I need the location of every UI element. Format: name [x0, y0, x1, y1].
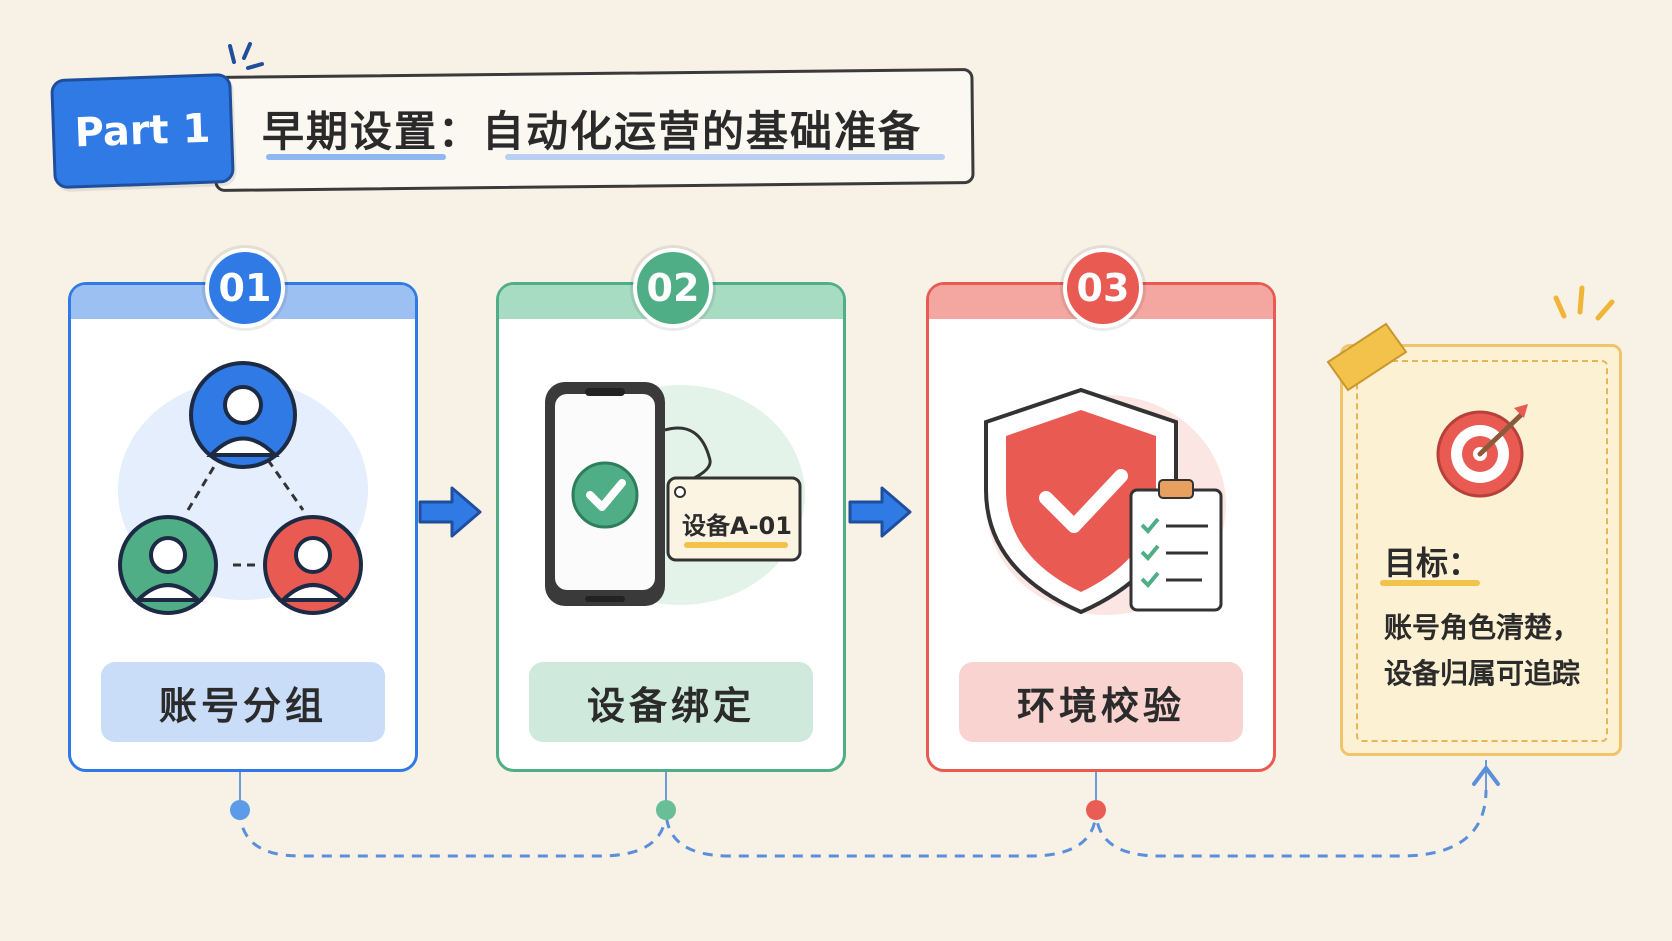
- shield-check-icon: [984, 387, 1226, 615]
- part-badge: Part 1: [50, 72, 235, 190]
- sparkle-icon: [1553, 285, 1615, 321]
- goal-line-2: 设备归属可追踪: [1384, 657, 1581, 690]
- page-title: 早期设置：自动化运营的基础准备: [262, 107, 923, 156]
- goal-label-underline: [1380, 580, 1480, 586]
- arrow-right-icon: [848, 486, 912, 538]
- step-label-2: 设备绑定: [529, 662, 813, 742]
- phone-check-icon: [545, 382, 805, 606]
- step-number-2: 02: [633, 248, 713, 328]
- goal-line-1: 账号角色清楚，: [1384, 611, 1581, 644]
- target-icon: [1436, 404, 1528, 498]
- arrow-right-icon: [418, 486, 482, 538]
- step-number-1: 01: [205, 248, 285, 328]
- title-underline: [505, 154, 945, 160]
- goal-note-border: [1356, 360, 1608, 742]
- user-group-icon: [118, 361, 368, 615]
- tape-icon: [1326, 322, 1408, 392]
- flow-connector: [230, 760, 1500, 858]
- device-tag-label: 设备A-01: [682, 512, 792, 540]
- step-number-3: 03: [1063, 248, 1143, 328]
- goal-label: 目标：: [1384, 544, 1481, 582]
- sparkle-icon: [228, 42, 264, 70]
- step-label-1: 账号分组: [101, 662, 385, 742]
- step-label-3: 环境校验: [959, 662, 1243, 742]
- title-underline: [266, 154, 446, 160]
